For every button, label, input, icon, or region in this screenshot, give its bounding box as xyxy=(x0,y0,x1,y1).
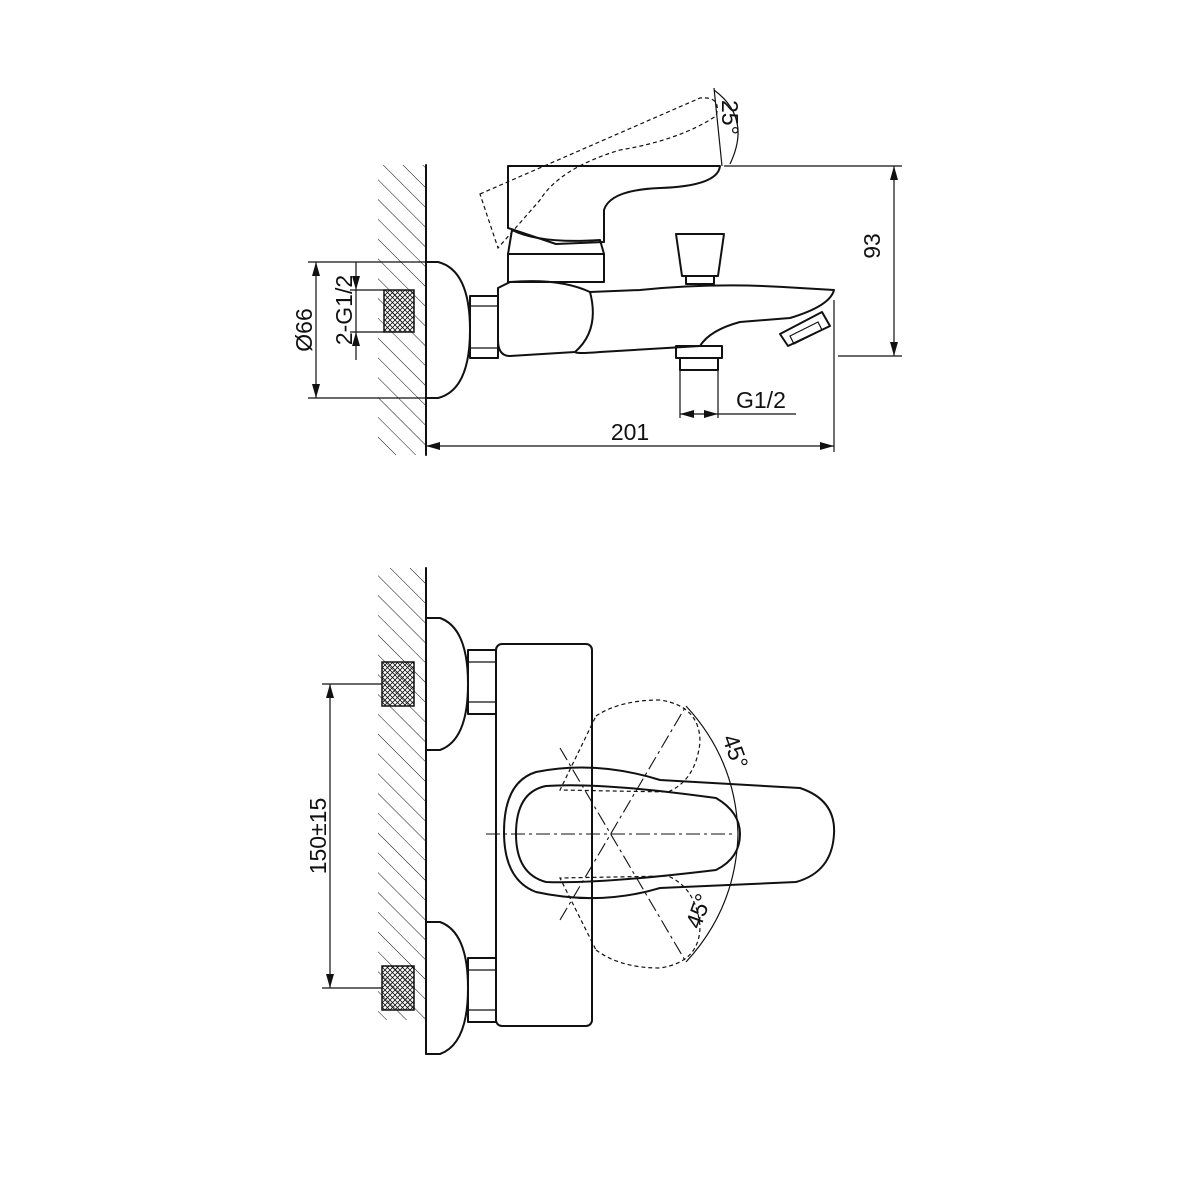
upper-thread-stub xyxy=(381,661,415,707)
mixer-body xyxy=(497,280,594,357)
inlet-thread-stub xyxy=(383,289,415,333)
lever-rotated-down xyxy=(559,875,701,969)
lever-cap xyxy=(515,784,741,884)
lever-raised-outline xyxy=(479,97,718,250)
angle-45-down-label: 45° xyxy=(680,890,716,932)
mixer-body-front xyxy=(495,643,593,1027)
angle-arc-up xyxy=(685,705,739,835)
union-nut xyxy=(469,295,499,359)
spout xyxy=(574,284,835,354)
lower-union-nut xyxy=(467,957,497,1023)
front-view: 45° 45° 150±15 xyxy=(305,567,836,1055)
wall-rosette xyxy=(425,261,471,399)
angle-25-label: 25° xyxy=(717,100,743,135)
width-201-label: 201 xyxy=(611,419,649,445)
hose-outlet-thread xyxy=(679,357,719,371)
lower-rosette xyxy=(425,921,469,1055)
upper-union-nut xyxy=(467,649,497,715)
rosette-diameter-label: Ø66 xyxy=(291,308,317,351)
angle-45-up-label: 45° xyxy=(717,731,753,773)
lower-thread-stub xyxy=(381,965,415,1011)
lever-handle-front xyxy=(503,766,836,900)
inlet-thread-label: 2-G1/2 xyxy=(331,275,357,345)
height-93-label: 93 xyxy=(859,233,885,259)
cartridge-collar xyxy=(507,253,605,283)
outlet-thread-label: G1/2 xyxy=(736,387,786,413)
angle-arc-down xyxy=(685,833,739,963)
side-view: 25° 93 Ø66 2-G1/2 G1/2 201 xyxy=(291,87,902,456)
upper-rosette xyxy=(425,617,469,751)
aerator xyxy=(779,311,831,347)
lever-rotated-up xyxy=(559,699,701,793)
lever-handle xyxy=(507,165,721,245)
cartridge-cap xyxy=(507,229,605,255)
centers-150-label: 150±15 xyxy=(305,798,331,875)
wall-hatch-bottom xyxy=(378,568,426,1020)
diverter-knob xyxy=(675,233,725,277)
